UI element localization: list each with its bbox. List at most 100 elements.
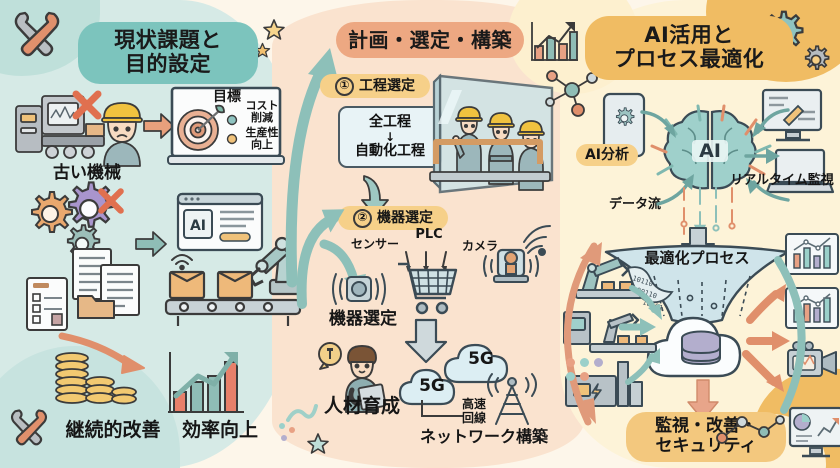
flow-arrow-mid-loop: [296, 200, 366, 310]
factory-machine-icon: [12, 92, 122, 170]
decor-dot: [580, 358, 589, 367]
robot-arm-icon: [232, 196, 302, 306]
dashboard-screen-icon: [788, 406, 840, 462]
process-box-arrow: ↓: [384, 130, 396, 144]
goal-bullet-2-line1: 生産性: [245, 126, 279, 139]
arrow-brain-to-laptop: [744, 146, 780, 166]
cloud-icon: [443, 336, 519, 388]
factory-icon: [560, 300, 660, 362]
talent-development-label: 人材育成: [323, 395, 400, 417]
optimization-process-label: 最適化プロセス: [644, 249, 750, 267]
old-machine-label: 古い機械: [53, 163, 121, 183]
high-speed-line-label-2: 回線: [461, 411, 486, 425]
goal-bullet-1-line1: コスト: [245, 99, 279, 112]
arrow-right-icon: [134, 230, 168, 258]
arrow-down-trend-icon: [58, 330, 148, 378]
ai-analysis-badge: AI分析: [576, 144, 638, 166]
wrench-icon: [6, 6, 68, 66]
decor-dot: [566, 358, 575, 367]
star-icon: [262, 18, 286, 42]
shopping-cart-icon: [396, 258, 462, 318]
conveyor-belt-icon: [164, 268, 304, 330]
cloud-icon: [398, 362, 466, 410]
step-1-badge: ① 工程選定: [320, 74, 430, 98]
svg-text:AI: AI: [190, 218, 206, 234]
goal-board: [167, 86, 285, 168]
data-flow-label: データ流: [608, 197, 661, 212]
dot-cluster-decor: [276, 420, 306, 450]
talent-development-icon: [318, 336, 398, 414]
process-selection-box: 全工程 ↓ 自動化工程: [338, 106, 442, 168]
cross-mark-icon: [96, 186, 126, 216]
wifi-icon: [168, 248, 196, 271]
flow-arrow-left-to-mid: [285, 20, 350, 290]
orbit-arrow-salmon: [538, 236, 608, 436]
database-cloud-icon: [646, 310, 756, 382]
monitoring-security-line2: セキュリティ: [655, 436, 757, 456]
chart-screen-icon: [784, 232, 840, 276]
gear-icon: [22, 186, 78, 242]
process-box-line2: 自動化工程: [355, 143, 425, 159]
arrow-realtime: [744, 176, 790, 206]
panel-left-title-line2: 目的設定: [125, 52, 211, 76]
bar-chart-up-icon: [166, 346, 246, 418]
arrow-into-cloud-2: [618, 316, 660, 338]
realtime-monitoring-label: リアルタイム監視: [730, 173, 834, 188]
arrow-into-cloud-1: [629, 285, 670, 322]
panel-right-title-line2: プロセス最適化: [613, 47, 765, 71]
step-2-label: 機器選定: [377, 209, 433, 226]
worker-icon: [96, 96, 148, 168]
high-speed-line-label-1: 高速: [461, 397, 486, 411]
antenna-tower-icon: [478, 368, 546, 430]
decor-dot: [594, 358, 603, 367]
desktop-monitor-icon: [760, 88, 824, 144]
decor-dot: [580, 372, 589, 381]
efficiency-up-label: 効率向上: [181, 419, 258, 441]
goal-bullet-2-line2: 向上: [251, 138, 273, 151]
process-box-line1: 全工程: [369, 114, 411, 131]
arrow-down-to-badge: [686, 378, 720, 421]
bar-chart-up-icon: [527, 16, 579, 66]
arrow-to-brain-right: [748, 106, 790, 140]
star-icon: [306, 432, 330, 456]
arrow-data-flow: [656, 172, 700, 206]
molecule-icon: [538, 60, 602, 122]
panel-right-title: AI活用と プロセス最適化: [585, 16, 793, 80]
workers-meeting-scene: [429, 68, 560, 210]
device-selection-label: 機器選定: [329, 309, 397, 329]
continuous-improvement-label: 継続的改善: [65, 419, 161, 441]
step-1-number: ①: [335, 76, 354, 96]
sensor-label: センサー: [350, 237, 399, 251]
camera-label: カメラ: [461, 239, 498, 253]
monitoring-security-badge: 監視・改善・ セキュリティ: [626, 412, 786, 462]
molecule-icon: [716, 404, 786, 458]
arrow-out-1: [746, 282, 790, 324]
goal-board-title: 目標: [213, 89, 241, 105]
arrow-out-2: [746, 330, 794, 352]
ai-browser-window: AI: [176, 192, 264, 254]
cross-mark-icon: [70, 88, 104, 122]
wave-decoration: [286, 398, 318, 428]
plc-label: PLC: [415, 227, 443, 242]
step-2-badge: ② 機器選定: [338, 206, 448, 230]
cloud-tag-2: 5G: [468, 349, 494, 369]
arrow-out-3: [742, 350, 790, 396]
wrench-icon: [4, 404, 54, 454]
cloud-tag-1: 5G: [419, 376, 445, 396]
panel-left-title: 現状課題と 目的設定: [78, 22, 258, 84]
arrow-right-icon: [142, 112, 176, 140]
orbit-arrow-teal: [768, 254, 828, 414]
laptop-icon: [765, 148, 835, 196]
arrow-down-icon: [404, 318, 448, 364]
step-2-number: ②: [353, 208, 372, 228]
panel-left-title-line1: 現状課題と: [114, 28, 222, 53]
goal-bullet-1-line2: 削減: [251, 111, 273, 124]
decor-dot: [566, 372, 575, 381]
network-build-label: ネットワーク構築: [419, 427, 548, 446]
cloud-link-line: [420, 398, 480, 424]
coin-stack-icon: [52, 344, 138, 416]
clipboard-icon: [24, 274, 70, 332]
arrow-into-cloud-3: [625, 346, 668, 385]
ai-brain-icon: AI: [660, 106, 760, 198]
